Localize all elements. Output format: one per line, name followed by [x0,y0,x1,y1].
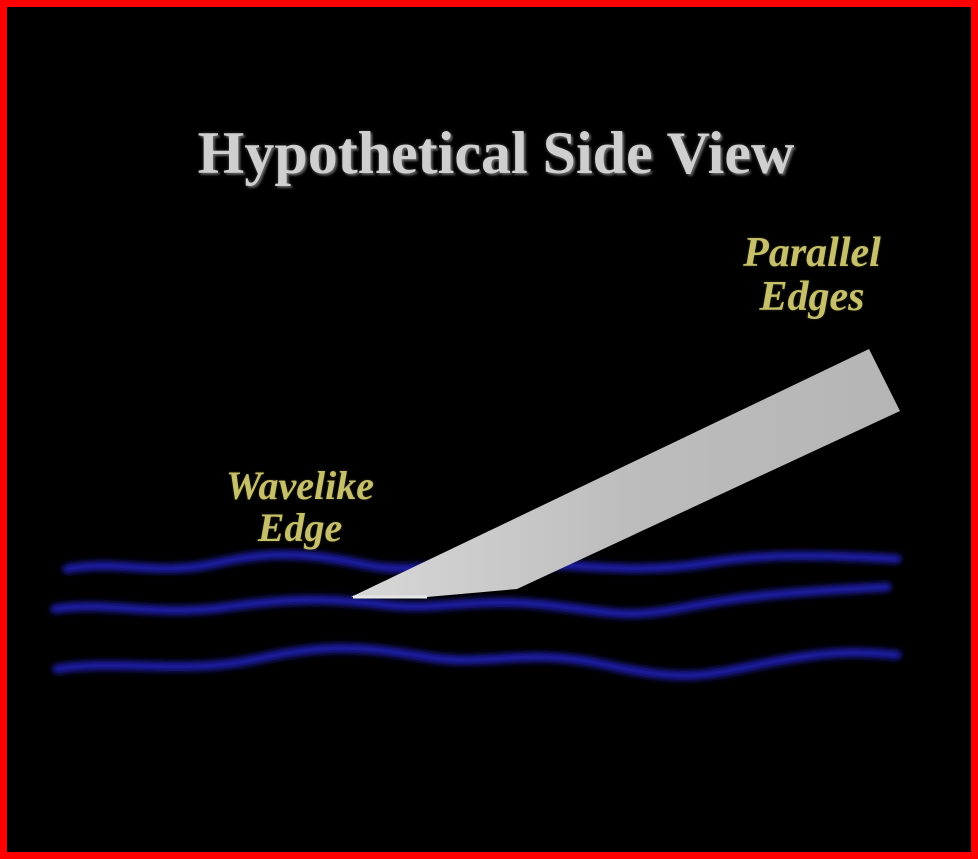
wavelike-edge-label: Wavelike Edge [195,465,405,549]
wave-line-middle [50,582,892,619]
parallel-edges-label-line2: Edges [759,274,865,321]
wavelike-edge-label-line2: Edge [257,505,343,550]
wavelike-edge-label-line1: Wavelike [225,463,375,508]
wave-line-bottom [52,643,902,680]
parallel-edges-label: Parallel Edges [717,231,907,319]
slide-title: Hypothetical Side View [197,120,795,186]
parallel-edges-label-line1: Parallel [743,230,881,276]
side-view-diagram [50,349,902,680]
tilted-plank [351,349,900,597]
